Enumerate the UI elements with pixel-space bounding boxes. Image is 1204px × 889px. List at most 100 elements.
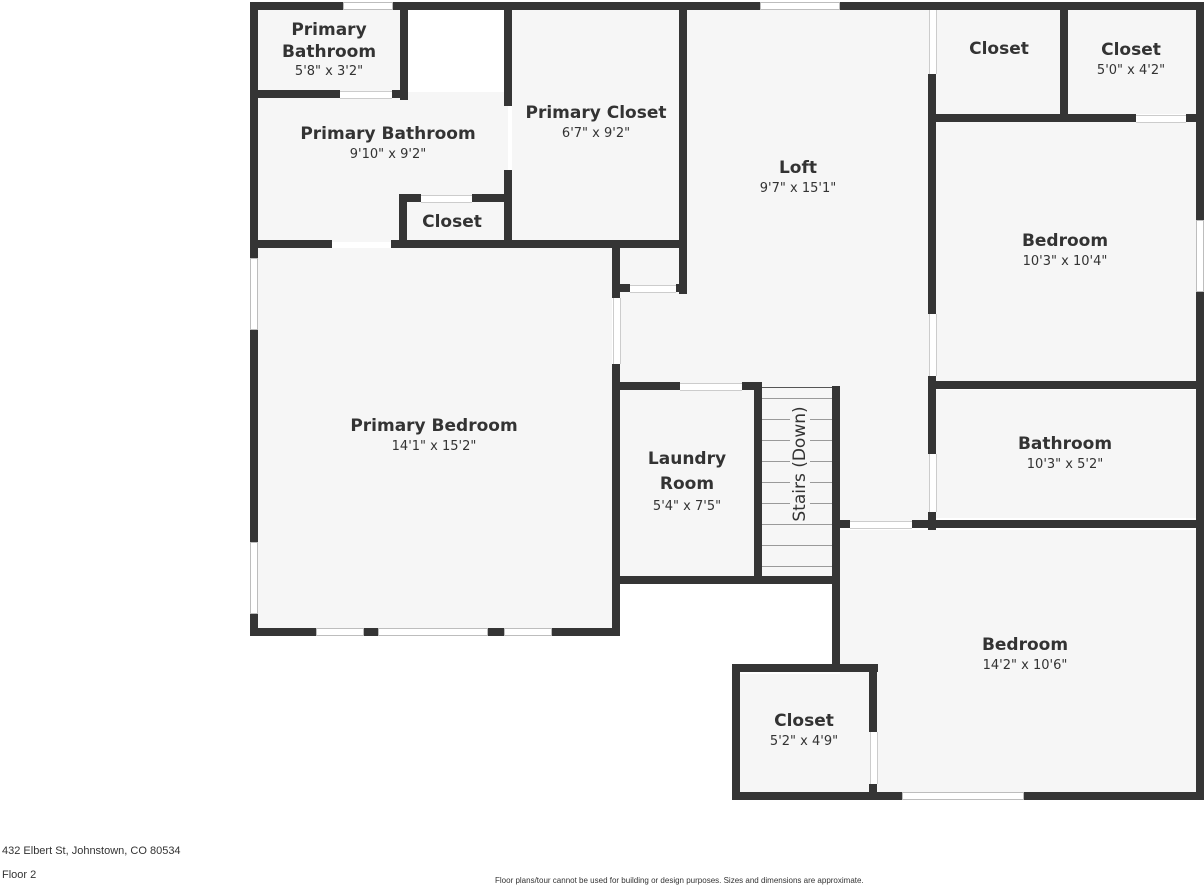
window-primary-bedroom-bottom-2 — [378, 628, 488, 636]
room-name: Bathroom — [1017, 434, 1113, 454]
room-dimensions: 10'3" x 10'4" — [1022, 254, 1108, 269]
room-dimensions: 14'2" x 10'6" — [982, 658, 1068, 673]
stairs-label: Stairs (Down) — [790, 404, 810, 524]
wall-laundry-bottom — [612, 576, 840, 584]
wall-lower-closet-top — [732, 664, 878, 672]
wall-bath-closet-left — [399, 194, 407, 248]
wall-bath-closet-top-b — [472, 194, 510, 202]
room-floor-bedroom-lower — [840, 530, 1196, 792]
wall-primary-bedroom-bottom-a — [250, 628, 316, 636]
room-floor-primary-bathroom — [258, 92, 508, 242]
room-label-bath-closet: Closet — [422, 211, 482, 233]
door-lower-closet — [870, 732, 878, 784]
wall-suite-bottom-a — [250, 240, 332, 248]
wall-bottom-b — [1024, 792, 1204, 800]
wall-bottom-a — [732, 792, 902, 800]
room-name: Laundry — [647, 449, 727, 469]
wall-primary-bedroom-bottom-b — [364, 628, 378, 636]
door-laundry — [680, 383, 742, 391]
wall-right-lower — [1196, 292, 1204, 800]
room-name: Primary Closet — [525, 103, 667, 123]
room-label-primary-bathroom: Primary Bathroom 9'10" x 9'2" — [300, 123, 475, 165]
wall-right-upper — [1196, 2, 1204, 220]
room-label-bedroom-lower: Bedroom 14'2" x 10'6" — [982, 634, 1068, 676]
room-name: Closet — [422, 212, 482, 232]
door-closet-top-right — [1136, 115, 1186, 123]
room-dimensions: 10'3" x 5'2" — [1026, 457, 1104, 472]
window-bedroom-lower-bottom — [902, 792, 1024, 800]
room-dimensions: 5'8" x 3'2" — [294, 64, 364, 79]
wall-small-bath-bottom-a — [250, 90, 340, 98]
wall-bedroom-bath-divider — [928, 381, 1204, 389]
wall-suite-bottom-b — [391, 240, 686, 248]
stair-tread — [762, 387, 832, 388]
room-label-primary-bedroom: Primary Bedroom 14'1" x 15'2" — [350, 415, 517, 457]
room-dimensions: 9'10" x 9'2" — [349, 147, 427, 162]
wall-bath-closet-top-a — [399, 194, 421, 202]
room-name: Primary Bathroom — [300, 124, 476, 144]
room-floor-closet-top-right — [1068, 8, 1196, 114]
room-dimensions: 5'2" x 4'9" — [769, 734, 839, 749]
floor-label: Floor 2 — [2, 869, 37, 881]
wall-bath-closet-divider-upper — [504, 2, 512, 106]
room-name: Bedroom — [1021, 231, 1109, 251]
room-name-line2: Room — [659, 474, 715, 494]
wall-lower-closet-right-upper — [869, 664, 877, 732]
room-floor-primary-bedroom — [258, 248, 612, 628]
wall-left-lower — [250, 614, 258, 636]
room-label-closet-top-mid: Closet — [969, 38, 1029, 60]
room-floor-primary-bathroom-small — [258, 8, 400, 92]
room-label-primary-closet: Primary Closet 6'7" x 9'2" — [526, 102, 667, 144]
wall-laundry-top-b — [742, 382, 762, 390]
window-small-bath-top — [343, 2, 393, 10]
room-label-bathroom: Bathroom 10'3" x 5'2" — [1018, 433, 1112, 475]
room-dimensions: 5'4" x 7'5" — [652, 499, 722, 514]
wall-stairs-bottom-stub — [832, 520, 850, 528]
room-floor-laundry — [620, 390, 754, 576]
stair-tread — [762, 398, 832, 399]
wall-primary-bedroom-right-lower — [612, 364, 620, 636]
room-name: Primary — [291, 20, 367, 40]
wall-bath-bottom — [912, 520, 1204, 528]
window-primary-bedroom-bottom-1 — [316, 628, 364, 636]
wall-small-bath-bottom-b — [392, 90, 408, 98]
wall-lower-closet-left — [732, 664, 740, 800]
room-dimensions: 6'7" x 9'2" — [561, 126, 631, 141]
room-floor-loft-hall — [618, 248, 934, 384]
room-name: Primary Bedroom — [350, 416, 518, 436]
wall-left-upper — [250, 2, 258, 258]
room-name: Closet — [1101, 40, 1161, 60]
room-floor-closet-lower — [740, 674, 870, 792]
wall-small-bath-right — [400, 2, 408, 100]
property-address: 432 Elbert St, Johnstown, CO 80534 — [2, 845, 181, 857]
wall-primary-bedroom-bottom-c — [488, 628, 504, 636]
room-dimensions: 5'0" x 4'2" — [1096, 63, 1166, 78]
door-bedroom-lower — [850, 521, 912, 529]
room-floor-closet-top-mid — [936, 8, 1062, 114]
door-closet-top-mid — [929, 10, 937, 74]
stair-tread — [762, 545, 832, 546]
wall-loft-right-upper — [928, 74, 936, 314]
room-label-closet-top-right: Closet 5'0" x 4'2" — [1097, 39, 1165, 81]
door-nook — [630, 285, 676, 293]
room-floor-bathroom — [936, 390, 1196, 518]
door-small-bath — [340, 91, 392, 99]
room-name: Bedroom — [981, 635, 1069, 655]
wall-top — [250, 2, 1204, 10]
wall-primary-closet-right — [679, 2, 687, 294]
wall-loft-right-mid — [928, 376, 936, 454]
window-bedroom-upper-right — [1196, 220, 1204, 292]
wall-laundry-top-a — [612, 382, 680, 390]
room-dimensions: 9'7" x 15'1" — [759, 181, 837, 196]
wall-primary-bedroom-bottom-d — [552, 628, 620, 636]
wall-closets-divider — [1060, 2, 1068, 120]
room-name: Closet — [969, 39, 1029, 59]
wall-nook-bottom-a — [612, 284, 630, 292]
door-bath-closet — [421, 195, 472, 203]
room-name-line2: Bathroom — [281, 42, 377, 62]
door-bathroom — [929, 454, 937, 512]
window-primary-bedroom-bottom-3 — [504, 628, 552, 636]
window-primary-bedroom-left-lower — [250, 542, 258, 614]
wall-left-mid — [250, 330, 258, 542]
room-name: Loft — [778, 158, 818, 178]
